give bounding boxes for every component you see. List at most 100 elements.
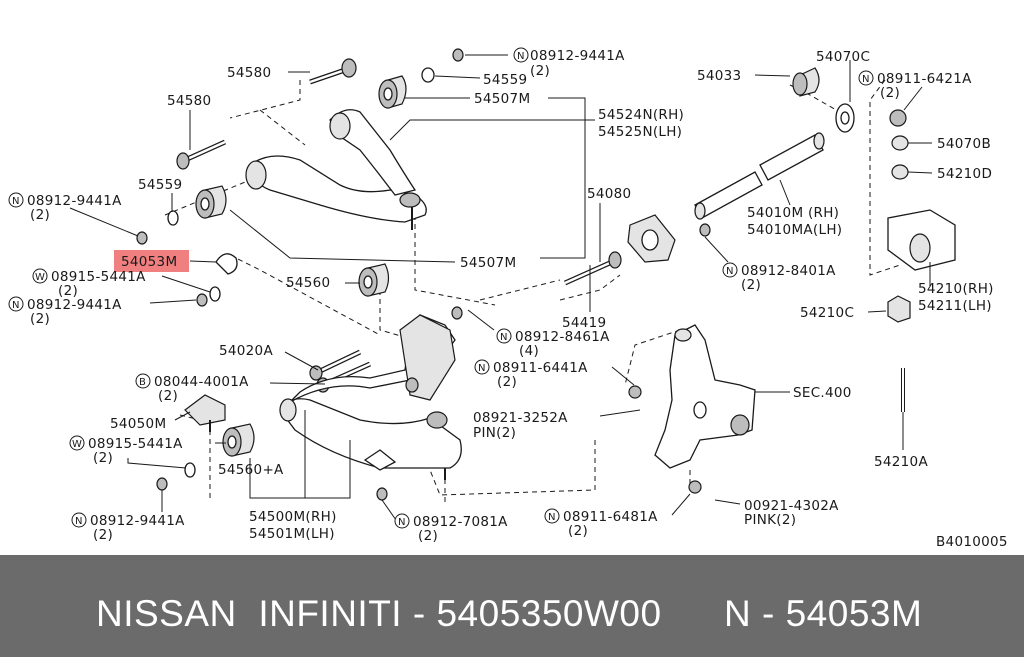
label-54500m: 54500M(RH) <box>249 509 337 525</box>
label-54070b: 54070B <box>937 136 991 152</box>
bolt-54580-top <box>309 58 357 85</box>
label-54580-left: 54580 <box>167 93 211 109</box>
b-symbol: B <box>139 377 146 388</box>
label-qty: (2) <box>497 374 517 390</box>
bushing-54560a <box>156 423 255 491</box>
label-qty: (2) <box>93 450 113 466</box>
label-qty: (2) <box>568 523 588 539</box>
steering-knuckle <box>628 324 756 494</box>
label-08921-3252a: 08921-3252A <box>473 410 568 426</box>
label-54210c: 54210C <box>800 305 854 321</box>
w-symbol: W <box>35 272 45 283</box>
label-54507m-top: 54507M <box>474 91 530 107</box>
nut-top <box>421 48 464 83</box>
label-n08911-6421a: 08911-6421A <box>877 71 972 87</box>
label-n08911-6481a: 08911-6481A <box>563 509 658 525</box>
upper-control-arm <box>245 109 427 230</box>
label-54525n: 54525N(LH) <box>598 124 682 140</box>
label-n08912-8461a: 08912-8461A <box>515 329 610 345</box>
bracket-54050m <box>184 394 226 432</box>
label-qty: (2) <box>418 528 438 544</box>
label-54211: 54211(LH) <box>918 298 992 314</box>
n-symbol: N <box>500 332 507 343</box>
label-54010ma: 54010MA(LH) <box>747 222 842 238</box>
label-54419: 54419 <box>562 315 606 331</box>
label-qty: (2) <box>158 388 178 404</box>
label-54050m: 54050M <box>110 416 166 432</box>
label-00921-4302a: 00921-4302A <box>744 498 839 514</box>
washers-mid <box>196 286 221 307</box>
label-54524n: 54524N(RH) <box>598 107 684 123</box>
label-b08044-4001a: 08044-4001A <box>154 374 249 390</box>
label-qty: (2) <box>58 283 78 299</box>
label-w08915-5441a-b: 08915-5441A <box>88 436 183 452</box>
diagram-code: B4010005 <box>936 534 1008 550</box>
n-symbol: N <box>12 300 19 311</box>
w-symbol: W <box>72 439 82 450</box>
label-qty: (2) <box>30 207 50 223</box>
n-symbol: N <box>12 196 19 207</box>
parts-54033-54070c <box>792 67 855 133</box>
bracket-54080 <box>627 214 711 263</box>
label-54010m: 54010M (RH) <box>747 205 839 221</box>
label-sec400: SEC.400 <box>793 385 852 401</box>
label-54053m: 54053M <box>121 254 177 270</box>
n-symbol: N <box>862 74 869 85</box>
bump-cap-54053m <box>215 253 238 275</box>
label-54560a: 54560+A <box>218 462 284 478</box>
reference-text: N - 54053M <box>724 593 923 634</box>
label-n08912-9441a-left: 08912-9441A <box>27 193 122 209</box>
label-54210d: 54210D <box>937 166 992 182</box>
label-54559-left: 54559 <box>138 177 182 193</box>
label-qty: (4) <box>519 343 539 359</box>
bolt-54580-left <box>176 139 227 170</box>
label-qty: (2) <box>741 277 761 293</box>
label-54507m-bottom: 54507M <box>460 255 516 271</box>
n-symbol: N <box>517 51 524 62</box>
bushing-54507m-top <box>378 75 407 109</box>
bushing-54507m-left <box>136 185 227 245</box>
label-54070c: 54070C <box>816 49 870 65</box>
label-qty: (2) <box>93 527 113 543</box>
label-54020a: 54020A <box>219 343 273 359</box>
nut-7081a <box>376 487 388 501</box>
part-number-text: NISSAN INFINITI - 5405350W00 <box>96 593 662 634</box>
n-symbol: N <box>478 363 485 374</box>
label-n08912-7081a: 08912-7081A <box>413 514 508 530</box>
n-symbol: N <box>726 266 733 277</box>
label-54501m: 54501M(LH) <box>249 526 335 542</box>
footer-banner: NISSAN INFINITI - 5405350W00 N - 54053M <box>0 555 1024 657</box>
label-54080: 54080 <box>587 186 631 202</box>
label-54210: 54210(RH) <box>918 281 994 297</box>
label-qty: (2) <box>530 63 550 79</box>
leader-lines <box>69 54 933 521</box>
part-labels: 54580 N 08912-9441A (2) 54559 54507M 545… <box>8 47 1008 550</box>
label-54033: 54033 <box>697 68 741 84</box>
label-54559-top: 54559 <box>483 72 527 88</box>
label-n08912-9441a-mid: 08912-9441A <box>27 297 122 313</box>
torsion-bar-54010m <box>694 132 825 220</box>
label-pin-2: PIN(2) <box>473 425 516 441</box>
label-qty: (2) <box>880 85 900 101</box>
n-symbol: N <box>548 512 555 523</box>
label-54580-top: 54580 <box>227 65 271 81</box>
dashed-lines <box>164 79 901 505</box>
label-n08912-9441a-top: 08912-9441A <box>530 48 625 64</box>
n-symbol: N <box>75 516 82 527</box>
bolt-54419 <box>563 251 622 286</box>
label-w08915-5441a: 08915-5441A <box>51 269 146 285</box>
label-54210a: 54210A <box>874 454 928 470</box>
label-n08911-6441a: 08911-6441A <box>493 360 588 376</box>
nut-8461a <box>451 306 463 320</box>
right-stack-parts <box>887 109 956 412</box>
n-symbol: N <box>398 517 405 528</box>
label-n08912-9441a-bot: 08912-9441A <box>90 513 185 529</box>
parts-diagram: 54580 N 08912-9441A (2) 54559 54507M 545… <box>8 47 1008 550</box>
label-pink-2: PINK(2) <box>744 512 796 528</box>
label-54560: 54560 <box>286 275 330 291</box>
bushing-54560 <box>358 263 390 297</box>
label-qty: (2) <box>30 311 50 327</box>
label-n08912-8401a: 08912-8401A <box>741 263 836 279</box>
highlight-54053m <box>114 250 189 272</box>
lower-control-arm <box>279 314 462 480</box>
